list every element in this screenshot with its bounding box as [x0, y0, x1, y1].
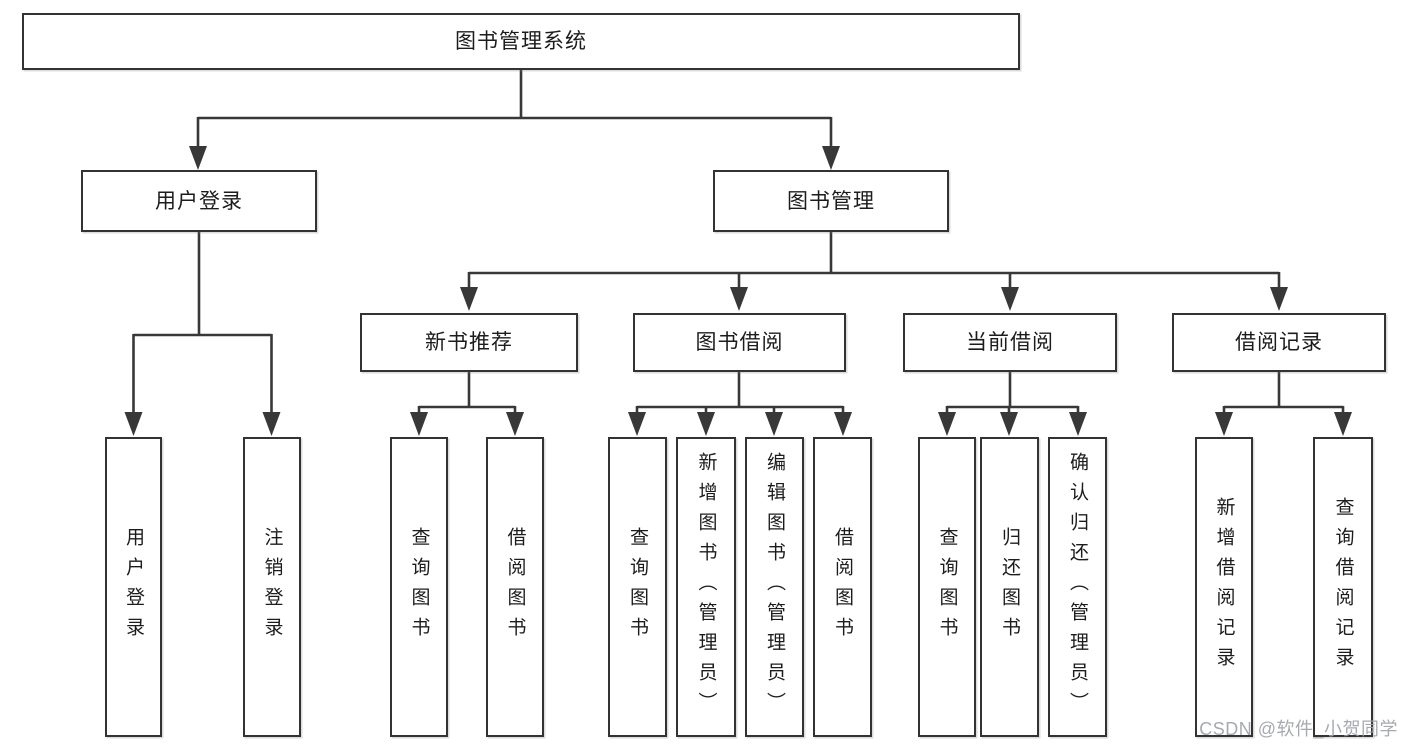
leaf-query-books-borrowing: 查询图书: [608, 437, 667, 737]
node-borrowing-records: 借阅记录: [1172, 313, 1386, 372]
leaf-add-book-admin: 新增图书（管理员）: [676, 437, 736, 737]
node-new-book-recommend: 新书推荐: [360, 313, 578, 372]
leaf-user-login: 用户登录: [105, 437, 162, 737]
leaf-query-borrow-record: 查询借阅记录: [1313, 437, 1373, 737]
node-user-login: 用户登录: [81, 170, 317, 232]
node-current-borrowing: 当前借阅: [903, 313, 1117, 372]
node-book-borrowing: 图书借阅: [633, 313, 846, 372]
leaf-return-books: 归还图书: [980, 437, 1039, 737]
node-book-management: 图书管理: [713, 170, 949, 232]
arrowhead-icons: [124, 146, 1352, 436]
csdn-watermark: CSDN @软件_小贺同学: [1199, 719, 1398, 739]
leaf-add-borrow-record: 新增借阅记录: [1195, 437, 1253, 737]
leaf-query-books-recommend: 查询图书: [390, 437, 448, 737]
node-library-management-system: 图书管理系统: [22, 13, 1020, 70]
leaf-confirm-return-admin: 确认归还（管理员）: [1048, 437, 1107, 737]
leaf-query-books-current: 查询图书: [918, 437, 976, 737]
leaf-edit-book-admin: 编辑图书（管理员）: [745, 437, 804, 737]
leaf-logout: 注销登录: [243, 437, 301, 737]
leaf-borrow-books-recommend: 借阅图书: [486, 437, 544, 737]
leaf-borrow-books-borrowing: 借阅图书: [813, 437, 872, 737]
